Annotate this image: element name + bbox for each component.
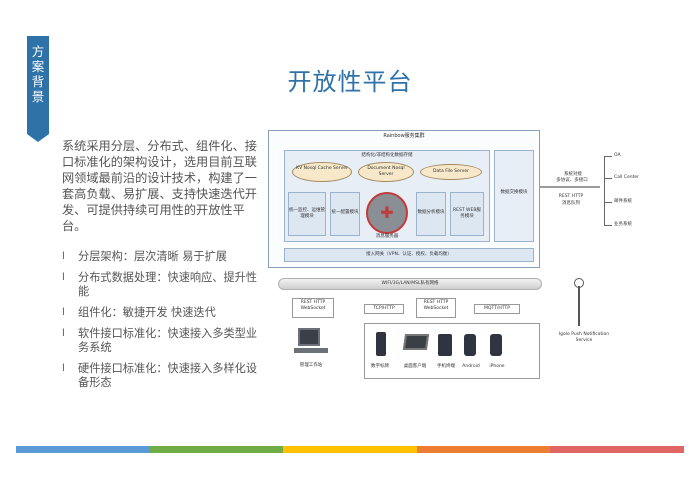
config-module [330, 192, 360, 236]
bracket-tick [604, 156, 612, 157]
analysis-module-label: 数据分析模块 [417, 210, 445, 215]
color-segment [16, 446, 150, 453]
feature-list: 分层架构：层次清晰 易于扩展 分布式数据处理：快速响应、提升性能 组件化：敏捷开… [62, 250, 262, 397]
rest-mid-label: REST HTTP WebSocket [423, 300, 449, 311]
exchange-module-label: 数据交换模块 [500, 190, 528, 195]
tcp-box [364, 304, 404, 314]
kv-server-node [292, 162, 352, 182]
device-label: 数字标牌 [371, 364, 389, 369]
color-segment [550, 446, 684, 453]
rest-left-label: REST HTTP WebSocket [300, 300, 326, 311]
rest-module [450, 192, 484, 236]
file-server-label: Data File Server [433, 169, 469, 174]
router-arrows-icon: ✚ [380, 203, 394, 222]
side-tab: 方案背景 [27, 36, 49, 142]
bottom-color-bar [16, 446, 684, 453]
monitor-module [288, 192, 326, 236]
android-icon [464, 334, 476, 356]
connection-arrow [540, 186, 600, 188]
color-segment [149, 446, 284, 453]
list-item: 组件化：敏捷开发 快速迭代 [62, 306, 262, 320]
doc-server-node [358, 162, 414, 182]
rest-module-label: REST WEB服务模块 [453, 208, 481, 219]
laptop-icon [402, 334, 430, 350]
list-item: 软件接口标准化：快速接入多类型业务系统 [62, 327, 262, 355]
device-label: 手机终端 [437, 364, 455, 369]
config-module-label: 统一配置模块 [331, 210, 359, 215]
kv-server-label: KV Nosql Cache Server [296, 166, 348, 171]
arrow-label-top: 系统对接 [564, 172, 582, 177]
color-segment [283, 446, 417, 453]
tcp-label: TCP/HTTP [373, 306, 395, 311]
mqtt-box [474, 304, 520, 314]
device-label: iPhone [489, 364, 505, 369]
mqtt-label: MQTT/HTTP [484, 306, 510, 311]
antenna-icon [578, 286, 580, 326]
router-label: 消息服务器 [375, 234, 399, 239]
network-pipe [278, 278, 542, 290]
list-item: 分层架构：层次清晰 易于扩展 [62, 250, 262, 264]
access-gateway-label: 接入网关（VPN、认证、授权、负载均衡） [366, 252, 452, 257]
external-system-label: OA [614, 153, 621, 158]
middleware-title: 结构化/非结构化数据存储 [361, 153, 413, 158]
platform-title: Rainbow服务集群 [383, 133, 425, 139]
arrow-label-bottom2: 消息队列 [562, 201, 580, 206]
exchange-module [494, 150, 534, 242]
access-gateway [284, 248, 534, 262]
arrow-label-top2: 多协议、多接口 [556, 178, 588, 183]
color-segment [416, 446, 551, 453]
list-item: 硬件接口标准化：快速接入多样化设备形态 [62, 362, 262, 390]
systems-bracket [604, 156, 605, 226]
network-label: WIFI/3G/LAN/MSL私有网络 [381, 281, 439, 286]
workstation-icon [298, 328, 320, 346]
iphone-icon [490, 334, 502, 356]
arrow-label-bottom: REST HTTP [558, 194, 584, 199]
antenna-signal-icon [574, 278, 584, 288]
monitor-module-label: 统一监控、运维管理模块 [289, 208, 325, 219]
doc-server-label: Document Nosql Server [367, 166, 405, 177]
push-service-label: Igole Push Notification Service [558, 332, 610, 343]
keyboard-icon [294, 348, 328, 353]
device-label: 桌面客户端 [403, 364, 427, 369]
intro-paragraph: 系统采用分层、分布式、组件化、接口标准化的架构设计，选用目前互联网领域最前沿的设… [62, 139, 257, 233]
analysis-module [416, 192, 446, 236]
file-server-node [420, 164, 482, 180]
rest-left-box [292, 298, 334, 318]
side-tab-label: 方案背景 [31, 44, 45, 104]
external-system-label: 邮件系统 [614, 199, 632, 204]
bracket-tick [604, 202, 612, 203]
signage-icon [376, 332, 386, 356]
external-system-label: 业务系统 [614, 222, 632, 227]
devices-group [364, 323, 540, 379]
list-item: 分布式数据处理：快速响应、提升性能 [62, 271, 262, 299]
workstation-label: 管理工作站 [299, 363, 323, 368]
rest-mid-box [416, 298, 456, 318]
device-label: Android [462, 364, 480, 369]
page-title: 开放性平台 [287, 68, 413, 96]
bracket-tick [604, 225, 612, 226]
message-router-icon [366, 192, 408, 234]
architecture-diagram: Rainbow服务集群 结构化/非结构化数据存储 KV Nosql Cache … [268, 128, 668, 390]
bracket-tick [604, 178, 612, 179]
handheld-icon [438, 334, 452, 356]
external-system-label: Call Center [614, 175, 639, 180]
